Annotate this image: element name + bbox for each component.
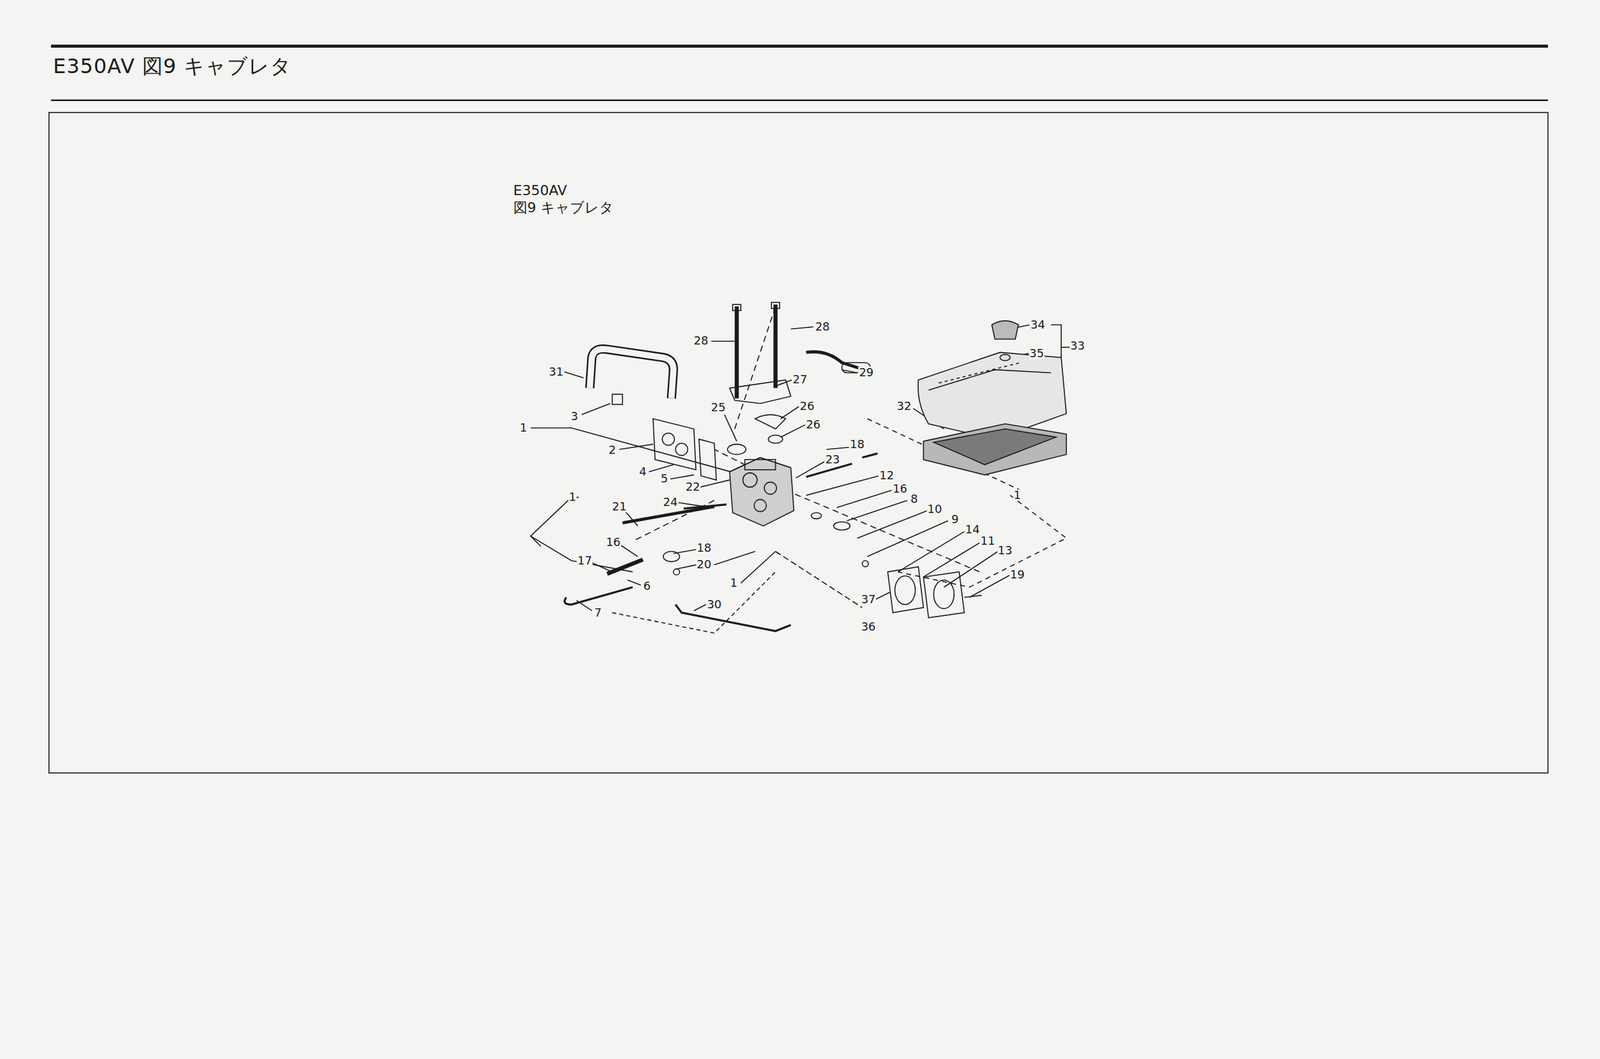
callout-number: 8 xyxy=(909,493,919,505)
callout-number: 22 xyxy=(684,481,701,493)
callout-number: 12 xyxy=(878,469,895,482)
callout-number: 19 xyxy=(1009,568,1026,581)
callout-number: 28 xyxy=(814,320,831,333)
callout-number: 30 xyxy=(706,598,723,611)
callout-number: 16 xyxy=(892,482,909,495)
callout-number: 11 xyxy=(979,535,996,547)
callout-number: 18 xyxy=(848,438,865,450)
callout-number: 20 xyxy=(696,558,713,570)
callout-number: 13 xyxy=(996,544,1013,556)
callout-number: 23 xyxy=(824,453,841,466)
callout-number: 21 xyxy=(611,500,628,513)
callout-number: 9 xyxy=(950,513,959,525)
figure-heading: E350AV xyxy=(513,183,568,198)
callout-number: 28 xyxy=(693,334,710,347)
page-title: E350AV 図9 キャブレタ xyxy=(53,55,293,77)
callout-number: 32 xyxy=(895,400,912,412)
callout-number: 24 xyxy=(662,496,679,508)
callout-number: 14 xyxy=(964,523,981,536)
callout-number: 10 xyxy=(927,503,943,515)
callout-number: 16 xyxy=(605,536,622,548)
callout-number: 33 xyxy=(1069,339,1086,352)
callout-number: 31 xyxy=(548,366,565,378)
callout-number: 35 xyxy=(1028,347,1045,360)
callout-number: 17 xyxy=(576,554,593,567)
callout-number: 5 xyxy=(660,472,669,485)
callout-number: 37 xyxy=(860,593,877,605)
callout-number: 29 xyxy=(858,366,875,379)
callout-number: 1 xyxy=(729,576,738,589)
callout-number: 26 xyxy=(799,400,816,412)
callout-number: 2 xyxy=(608,444,617,456)
callout-number: 1 xyxy=(568,491,577,503)
callout-number: 18 xyxy=(696,542,713,554)
callout-number: 7 xyxy=(593,606,602,619)
callout-number: 1 xyxy=(1012,489,1022,501)
callout-number: 25 xyxy=(710,401,727,414)
callout-number: 36 xyxy=(860,620,877,633)
callout-number: 26 xyxy=(805,418,821,431)
callout-number: 3 xyxy=(569,410,579,422)
figure-heading: 図9 キャブレタ xyxy=(513,200,614,215)
callout-number: 4 xyxy=(638,465,647,478)
callout-number: 1 xyxy=(519,421,528,434)
callout-number: 34 xyxy=(1030,318,1046,331)
callout-number: 27 xyxy=(792,373,809,386)
callout-number: 6 xyxy=(642,580,651,592)
